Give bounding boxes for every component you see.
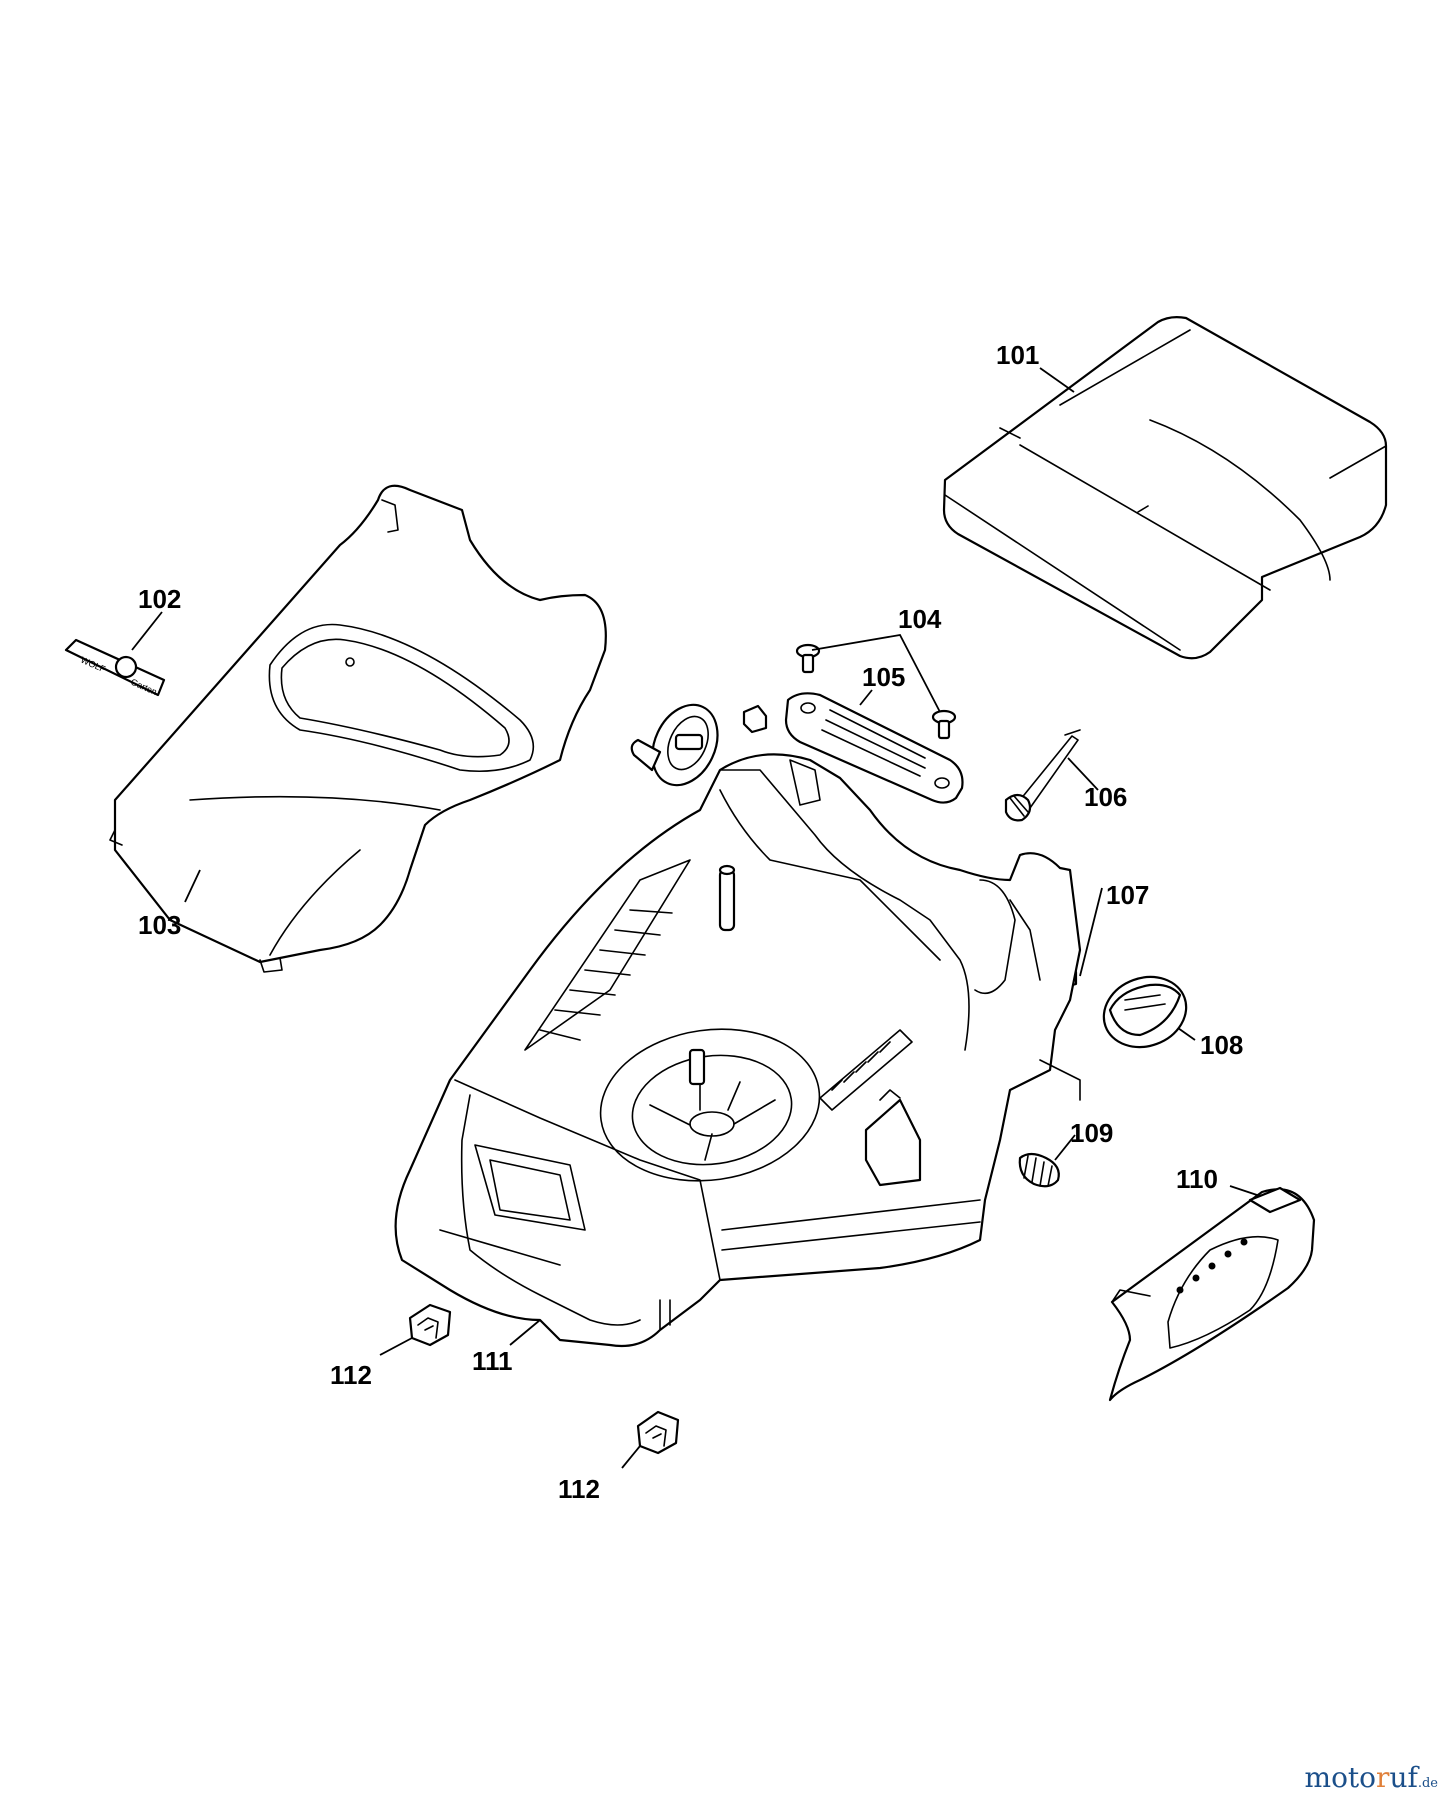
- part-102-logo-badge: WOLF Garten: [64, 638, 166, 697]
- part-109-small-spring: [1018, 1152, 1060, 1188]
- watermark-text-pre: moto: [1304, 1761, 1377, 1794]
- callout-107: 107: [1106, 880, 1149, 910]
- callout-110: 110: [1176, 1164, 1218, 1194]
- part-112-clip-upper: [408, 1303, 452, 1347]
- callout-109: 109: [1070, 1118, 1113, 1148]
- callout-106: 106: [1084, 782, 1127, 812]
- callout-103: 103: [138, 910, 181, 940]
- part-111-housing: [394, 753, 1082, 1348]
- part-104-screw-left: [795, 643, 821, 674]
- callout-105: 105: [862, 662, 905, 692]
- callout-111: 111: [472, 1346, 513, 1376]
- callout-101: 101: [996, 340, 1039, 370]
- callout-102: 102: [138, 584, 181, 614]
- callout-labels: 101 102 103 104 105 106 107 108 109 110 …: [138, 340, 1243, 1504]
- callout-112-lower: 112: [558, 1474, 600, 1504]
- leader-lines: [131, 367, 1261, 1469]
- part-105-handle-bar: [784, 692, 964, 804]
- part-108-knob: [1102, 975, 1188, 1049]
- part-103-top-cover: [109, 484, 607, 973]
- callout-108: 108: [1200, 1030, 1243, 1060]
- watermark-text-mid: r: [1376, 1761, 1390, 1794]
- motoruf-watermark: motoruf.de: [1305, 1761, 1438, 1794]
- part-110-rear-flap: [1108, 1186, 1316, 1402]
- callout-104: 104: [898, 604, 942, 634]
- part-nut-upper: [742, 704, 768, 734]
- part-104-screw-right: [931, 709, 957, 740]
- part-112-clip-lower: [636, 1410, 680, 1455]
- part-101-lid: [942, 316, 1388, 660]
- callout-112-upper: 112: [330, 1360, 372, 1390]
- part-hub-disc: [630, 703, 719, 787]
- watermark-text-post: uf: [1389, 1761, 1418, 1794]
- part-106-spring: [1004, 729, 1081, 822]
- watermark-text-tld: .de: [1417, 1776, 1438, 1791]
